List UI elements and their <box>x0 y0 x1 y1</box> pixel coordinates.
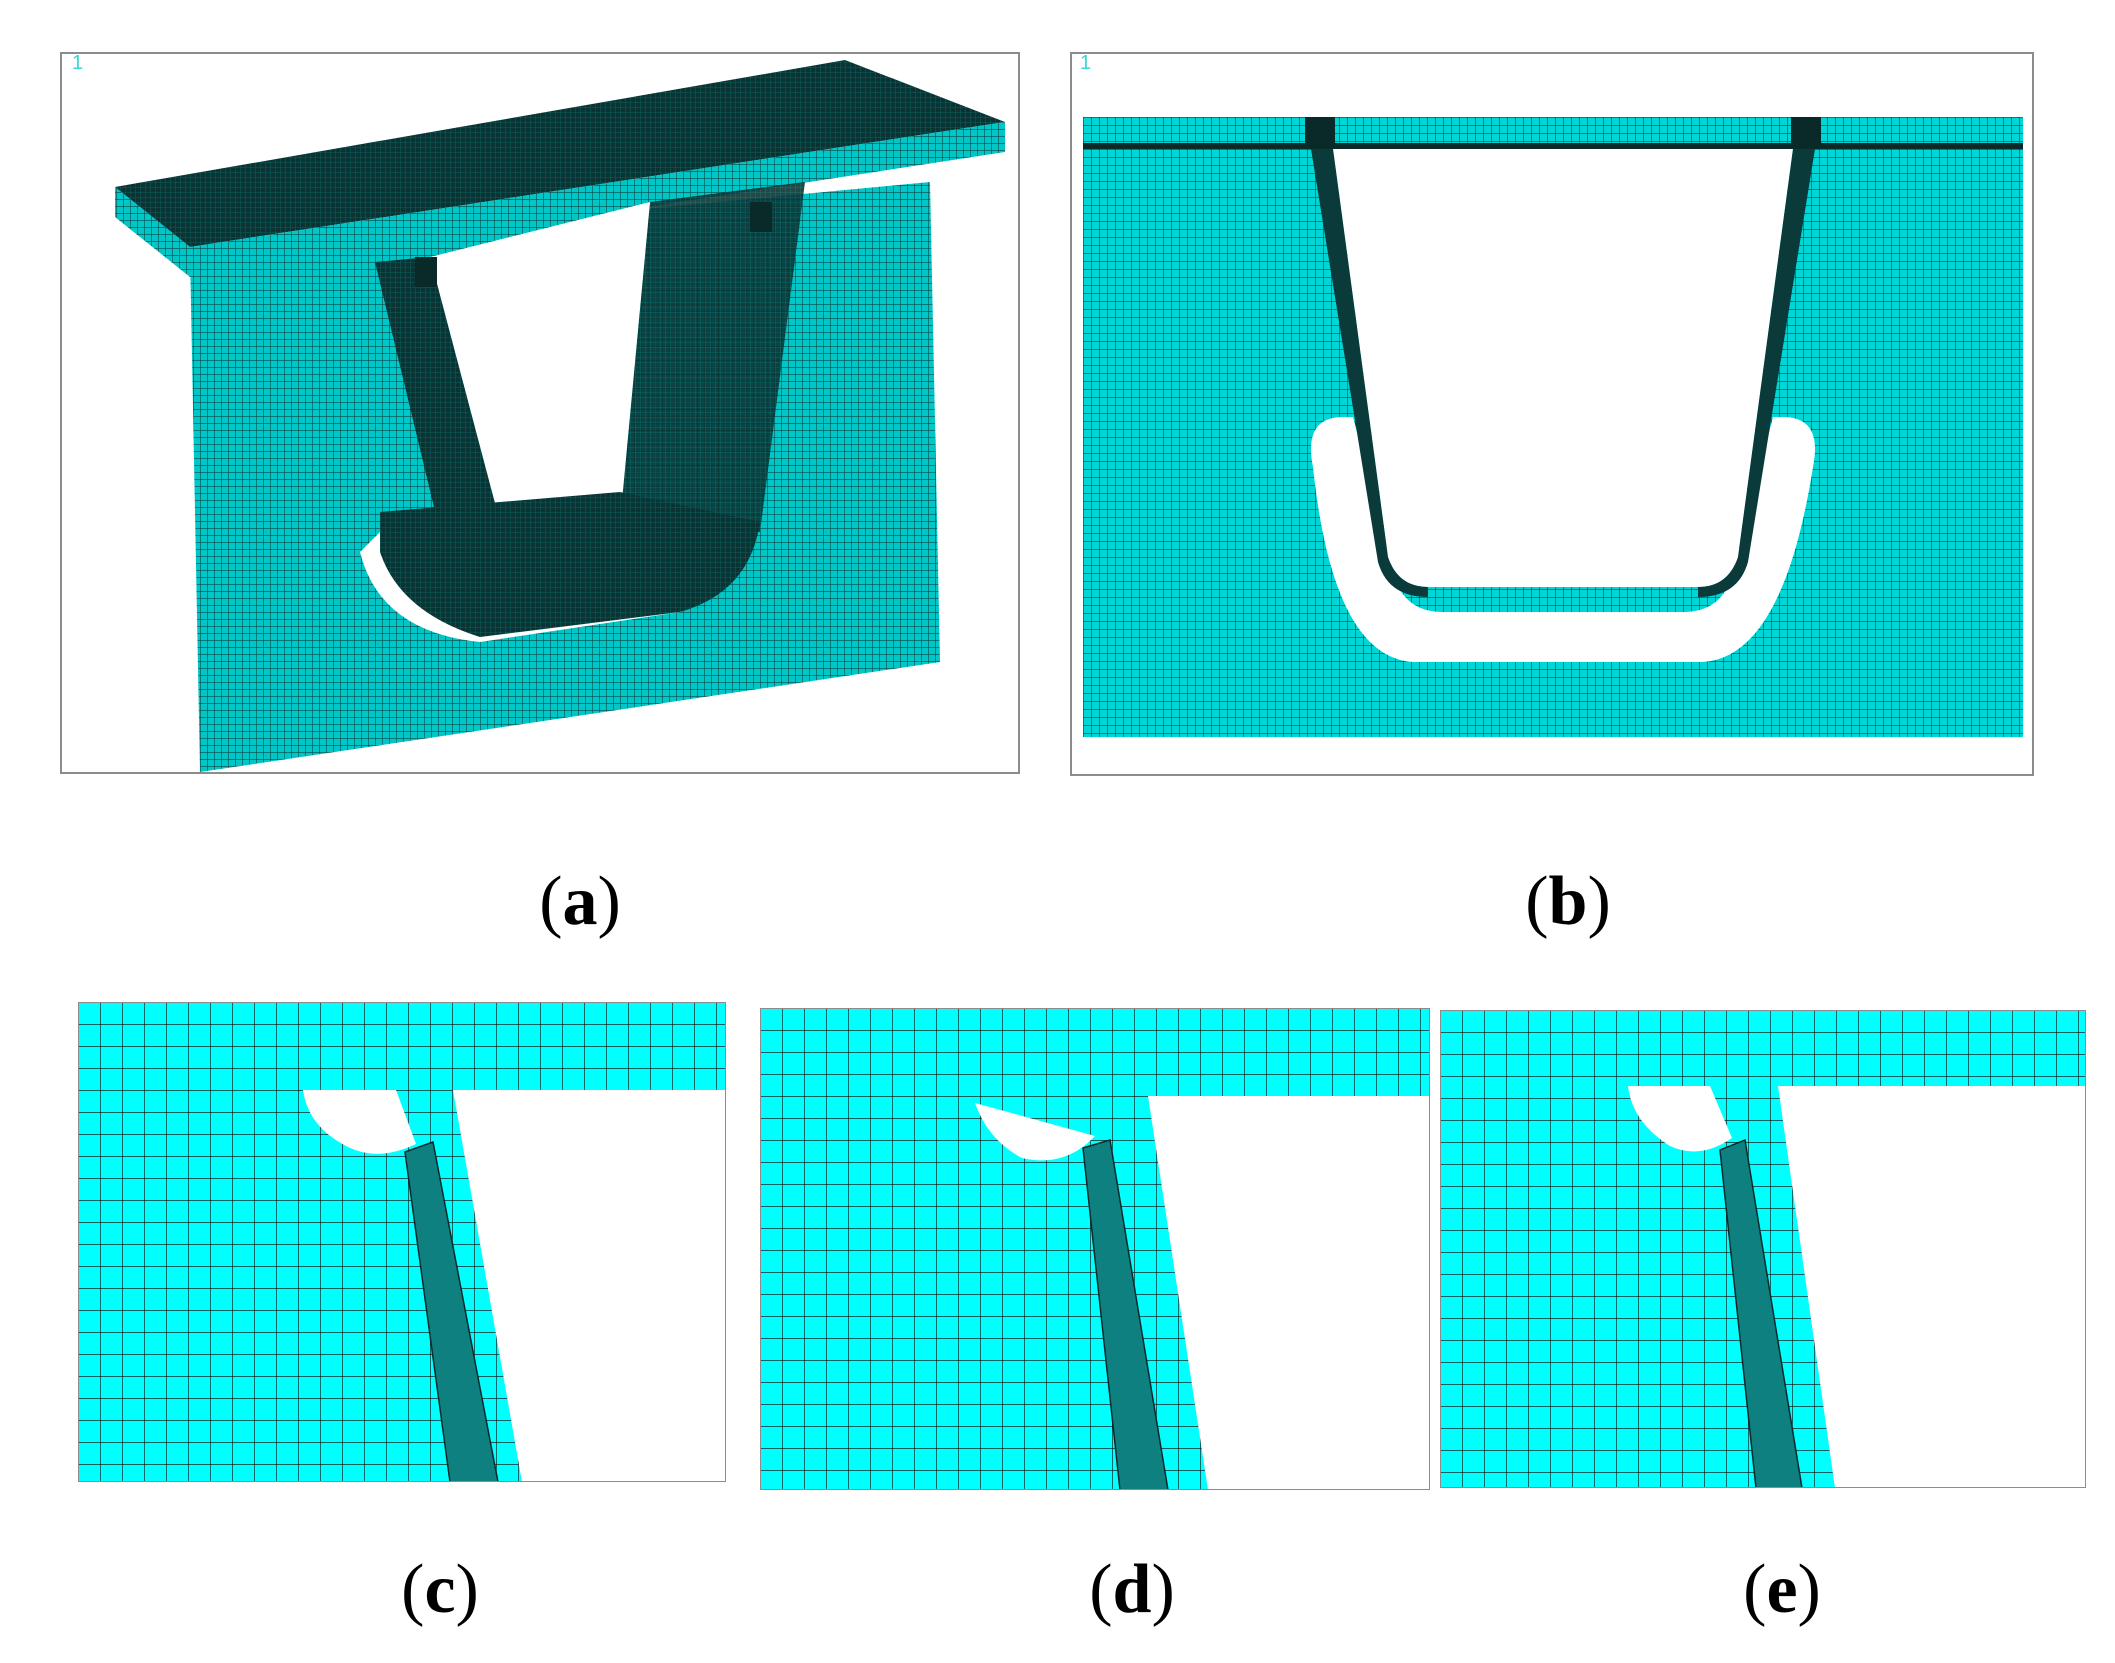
caption-e-label: e <box>1766 1551 1798 1628</box>
rib-left-wall <box>375 257 500 532</box>
caption-c: (c) <box>401 1551 479 1628</box>
rib-right-wall <box>1698 149 1815 597</box>
rib-wall <box>1719 1138 1803 1488</box>
deck-line <box>1083 143 2023 149</box>
panel-e-mesh <box>1440 1010 2086 1488</box>
panel-b-view-number: 1 <box>1080 52 1092 74</box>
caption-b-label: b <box>1548 863 1588 940</box>
deck-top <box>115 60 1005 247</box>
rib-right-wall <box>620 182 805 532</box>
caption-d: (d) <box>1089 1551 1175 1628</box>
caption-b: (b) <box>1525 863 1611 940</box>
deck-plate <box>78 1002 726 1090</box>
rib-left-wall <box>1311 149 1428 597</box>
deck-plate <box>1440 1010 2086 1086</box>
rib-interior <box>430 202 650 522</box>
rib-cutout <box>1311 417 1815 662</box>
rib-bottom <box>380 492 760 637</box>
rib-wall <box>404 1140 499 1482</box>
caption-a-label: a <box>562 863 598 940</box>
panel-b-mesh <box>1083 117 2023 737</box>
caption-a: (a) <box>539 863 621 940</box>
weld-left <box>415 257 437 287</box>
caption-e: (e) <box>1743 1551 1821 1628</box>
rib-interior <box>1333 149 1793 587</box>
rib-wall <box>1082 1139 1169 1490</box>
panel-c-mesh <box>78 1002 726 1482</box>
deck-edge <box>115 187 190 277</box>
panel-a-view-number: 1 <box>72 52 84 74</box>
weld-left <box>1305 117 1335 149</box>
panel-d-mesh <box>760 1008 1430 1490</box>
deck-front <box>190 122 1005 277</box>
weld-access-hole <box>303 1090 416 1154</box>
deck-plate <box>760 1008 1430 1096</box>
weld-access-hole <box>1628 1086 1732 1152</box>
caption-d-label: d <box>1112 1551 1152 1628</box>
weld-right <box>750 202 772 232</box>
caption-c-label: c <box>424 1551 456 1628</box>
weld-right <box>1791 117 1821 149</box>
panel-a-mesh <box>115 60 1005 772</box>
weld-access-hole <box>975 1103 1095 1161</box>
